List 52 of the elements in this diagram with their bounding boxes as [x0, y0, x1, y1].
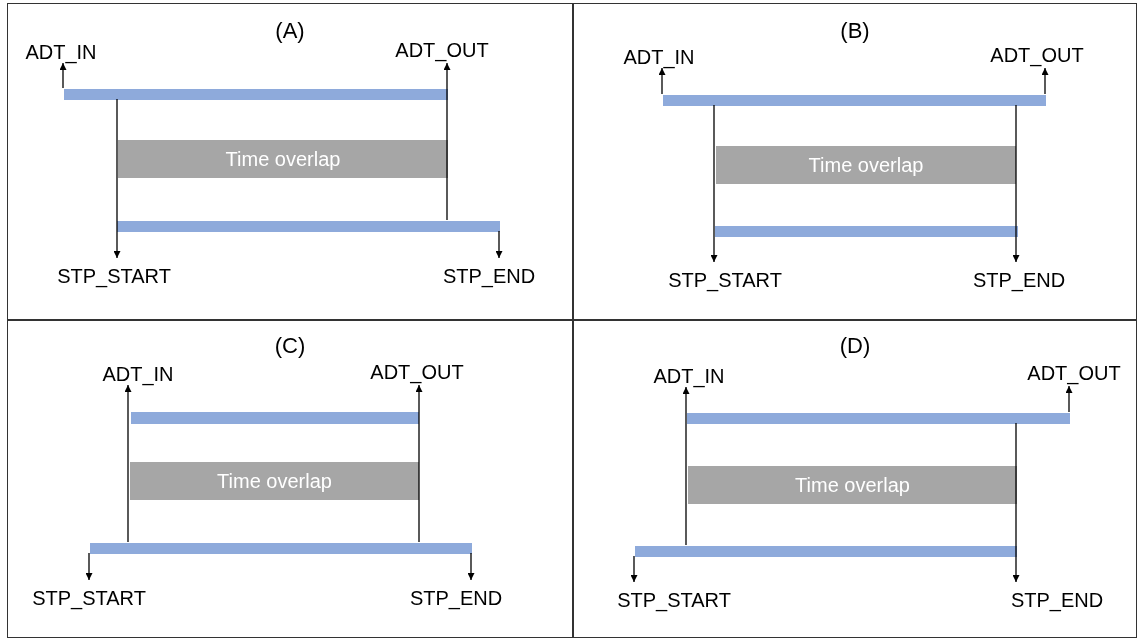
arrow — [124, 384, 132, 543]
panel-frame — [7, 320, 573, 638]
arrow — [495, 230, 503, 259]
timeline-bar — [663, 95, 1046, 106]
overlap-bar: Time overlap — [716, 146, 1016, 184]
signal-label: STP_END — [997, 583, 1117, 617]
overlap-bar: Time overlap — [130, 462, 419, 500]
panel-label: (B) — [839, 18, 871, 44]
arrow — [85, 552, 93, 581]
arrow — [467, 552, 475, 581]
arrow — [443, 62, 451, 221]
signal-label: STP_END — [396, 581, 516, 615]
signal-label: ADT_OUT — [381, 37, 503, 64]
signal-label: STP_END — [959, 263, 1079, 297]
signal-label: ADT_OUT — [1013, 360, 1135, 387]
panel-label: (A) — [274, 18, 306, 44]
signal-label: ADT_IN — [643, 364, 735, 388]
timeline-bar — [117, 221, 500, 232]
timeline-bar — [687, 413, 1070, 424]
overlap-bar: Time overlap — [688, 466, 1017, 504]
signal-label: STP_END — [429, 259, 549, 293]
timeline-bar — [64, 89, 448, 100]
signal-label: ADT_OUT — [356, 359, 478, 386]
arrow — [630, 555, 638, 583]
signal-label: ADT_IN — [15, 41, 107, 64]
arrow — [1012, 422, 1020, 583]
timeline-bar — [635, 546, 1017, 557]
panel-frame — [7, 3, 573, 320]
arrow — [710, 104, 718, 263]
signal-label: ADT_IN — [613, 46, 705, 69]
panel-label: (C) — [273, 333, 307, 359]
signal-label: STP_START — [652, 263, 798, 297]
timeline-bar — [131, 412, 419, 424]
panel-label: (D) — [838, 333, 872, 359]
signal-label: ADT_OUT — [976, 42, 1098, 69]
panel-frame — [573, 3, 1137, 320]
signal-label: STP_START — [41, 259, 187, 293]
signal-label: ADT_IN — [92, 363, 184, 386]
arrow — [1012, 104, 1020, 263]
timeline-bar — [715, 226, 1018, 237]
signal-label: STP_START — [16, 581, 162, 615]
arrow — [415, 384, 423, 543]
arrow — [1065, 385, 1073, 413]
arrow — [682, 386, 690, 546]
arrow — [59, 62, 67, 89]
arrow — [1041, 67, 1049, 95]
overlap-bar: Time overlap — [118, 140, 448, 178]
signal-label: STP_START — [601, 583, 747, 617]
arrow — [113, 98, 121, 259]
timeline-bar — [90, 543, 472, 554]
panel-frame — [573, 320, 1137, 638]
arrow — [658, 67, 666, 95]
